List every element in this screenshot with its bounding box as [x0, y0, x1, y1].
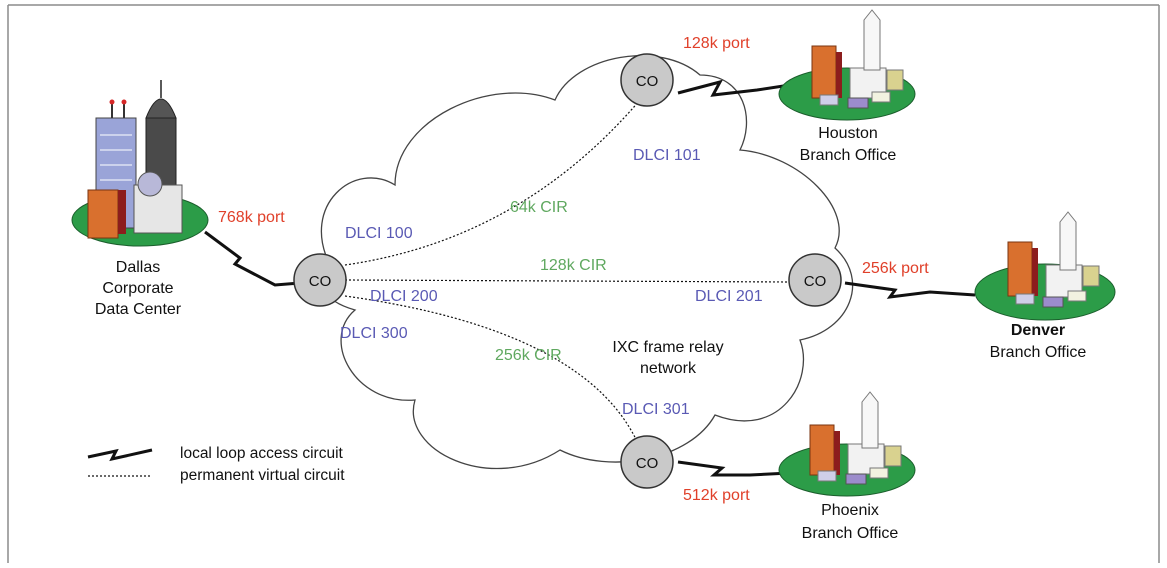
office-tower-icon	[71, 80, 209, 247]
site-line: Branch Office	[802, 525, 899, 542]
site-label-phoenix: Phoenix Branch Office	[802, 502, 899, 542]
site-label-dallas: Dallas Corporate Data Center	[95, 259, 182, 318]
dlci-label-300: DLCI 300	[340, 325, 408, 342]
cir-label-denver: 128k CIR	[540, 257, 607, 274]
outer-frame	[7, 4, 1160, 563]
pvc-dallas-denver	[344, 279, 791, 283]
loop-dallas	[204, 230, 301, 287]
site-label-denver: Denver Branch Office	[990, 322, 1087, 361]
cir-label-phoenix: 256k CIR	[495, 347, 562, 364]
dlci-label-301: DLCI 301	[622, 401, 690, 418]
co-label: CO	[309, 273, 332, 290]
site-line: Corporate	[102, 280, 173, 297]
legend-local-loop-label: local loop access circuit	[180, 445, 344, 462]
pvc-dallas-houston	[344, 99, 641, 266]
co-node-houston[interactable]: CO	[620, 53, 674, 107]
co-label: CO	[636, 455, 659, 472]
network-label-line2: network	[640, 360, 697, 377]
local-loops	[204, 79, 976, 477]
dlci-label-201: DLCI 201	[695, 288, 763, 305]
site-name: Houston	[818, 125, 878, 142]
co-node-denver[interactable]: CO	[788, 253, 842, 307]
site-name: Dallas	[116, 259, 160, 276]
pvc-dallas-phoenix	[344, 295, 641, 449]
site-name: Denver	[1011, 322, 1065, 339]
port-label-houston: 128k port	[683, 35, 750, 52]
port-label-dallas: 768k port	[218, 209, 285, 226]
network-label-line1: IXC frame relay	[612, 339, 723, 356]
loop-houston	[677, 79, 791, 97]
co-node-phoenix[interactable]: CO	[620, 435, 674, 489]
frame-relay-cloud	[320, 55, 854, 470]
dlci-label-200: DLCI 200	[370, 288, 438, 305]
port-labels: 768k port 128k port 256k port 512k port	[218, 35, 929, 504]
dlci-labels: DLCI 100 DLCI 200 DLCI 300 DLCI 101 DLCI…	[340, 147, 763, 418]
dlci-label-101: DLCI 101	[633, 147, 701, 164]
co-label: CO	[804, 273, 827, 290]
co-node-dallas[interactable]: CO	[293, 253, 347, 307]
legend: local loop access circuit permanent virt…	[87, 445, 345, 484]
legend-pvc-label: permanent virtual circuit	[180, 467, 345, 484]
cir-label-houston: 64k CIR	[510, 199, 568, 216]
pvc-lines	[344, 99, 791, 449]
loop-phoenix	[677, 460, 791, 477]
site-name: Phoenix	[821, 502, 879, 519]
legend-zigzag-icon	[87, 448, 153, 462]
site-line: Branch Office	[990, 344, 1087, 361]
network-label: IXC frame relay network	[612, 339, 723, 377]
branch-buildings-icon	[778, 9, 916, 121]
branch-buildings-icon	[974, 211, 1116, 321]
site-line: Data Center	[95, 301, 182, 318]
dlci-label-100: DLCI 100	[345, 225, 413, 242]
site-label-houston: Houston Branch Office	[800, 125, 897, 164]
co-label: CO	[636, 73, 659, 90]
port-label-denver: 256k port	[862, 260, 929, 277]
loop-denver	[844, 281, 976, 299]
cir-labels: 64k CIR 128k CIR 256k CIR	[495, 199, 607, 364]
branch-buildings-icon	[778, 391, 916, 497]
port-label-phoenix: 512k port	[683, 487, 750, 504]
site-line: Branch Office	[800, 147, 897, 164]
